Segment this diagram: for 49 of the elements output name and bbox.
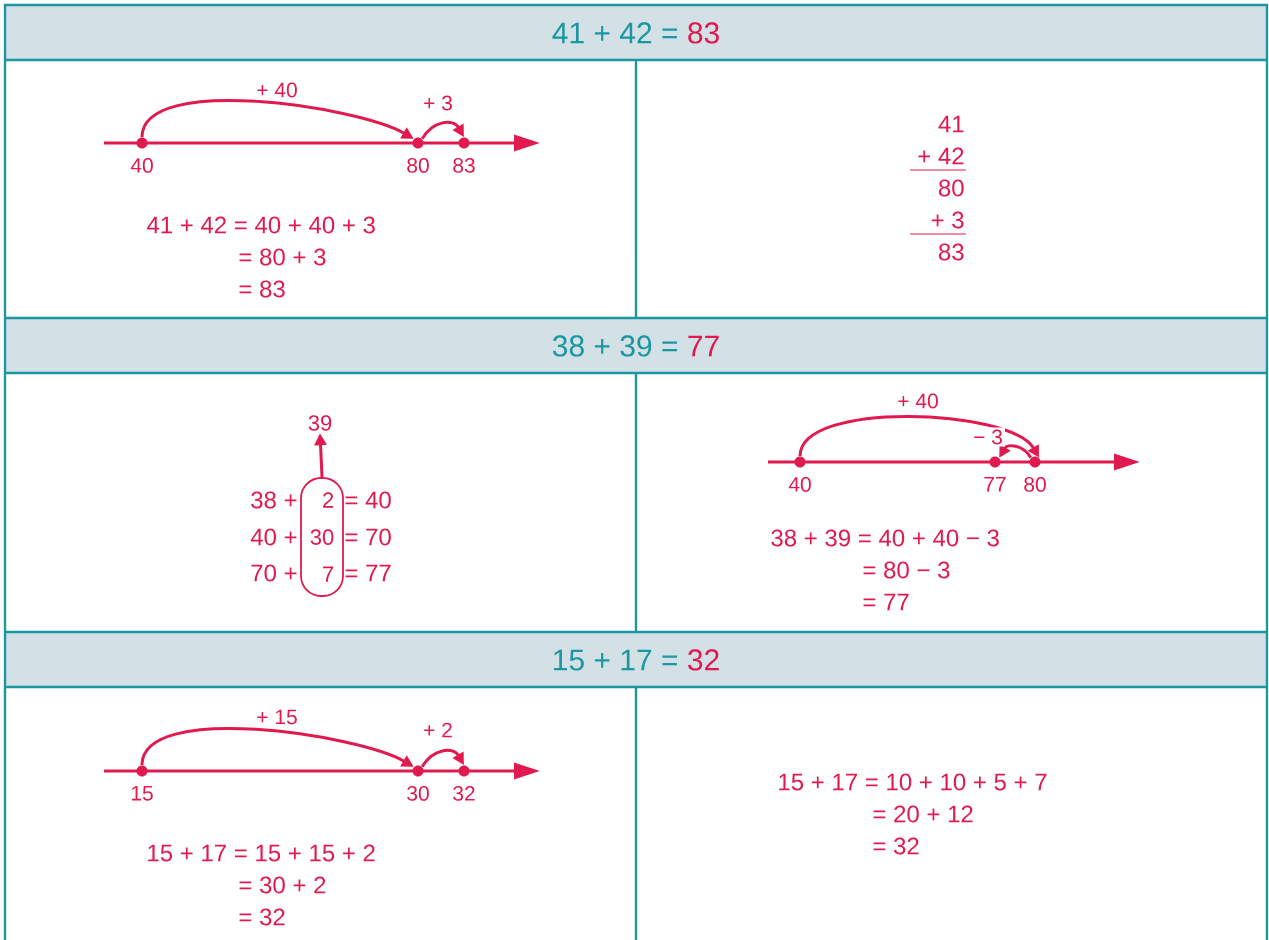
sum-text: 70 + bbox=[251, 564, 297, 582]
number-point: 15 bbox=[131, 765, 153, 801]
jump-arrow bbox=[999, 444, 1033, 459]
edge-label: + 3 bbox=[424, 95, 452, 111]
header-band: 38 + 39 = 77 bbox=[6, 319, 1266, 373]
equation-text: = 32 bbox=[873, 837, 919, 855]
edge-label: − 3 bbox=[974, 429, 1002, 445]
node-label: 80 bbox=[1024, 476, 1046, 492]
number-text: 39 bbox=[308, 415, 332, 431]
node-label: 30 bbox=[407, 785, 429, 801]
node-label: 80 bbox=[407, 157, 429, 173]
header-band: 41 + 42 = 83 bbox=[6, 6, 1266, 60]
jump-arrow bbox=[420, 748, 464, 768]
node-label: 40 bbox=[130, 157, 153, 173]
equation-text: = 20 + 12 bbox=[873, 805, 973, 823]
number-point: 80 bbox=[1024, 456, 1046, 492]
equation-text: 41 + 42 = 40 + 40 + 3 bbox=[146, 216, 375, 234]
node-label: 83 bbox=[453, 157, 475, 173]
number-point: 80 bbox=[407, 137, 429, 173]
number-point: 77 bbox=[984, 456, 1006, 492]
edge-label: + 15 bbox=[257, 709, 297, 725]
number-point: 30 bbox=[407, 765, 429, 801]
equation-text: = 32 bbox=[239, 908, 285, 926]
node-label: 40 bbox=[788, 476, 811, 492]
column-sum-text: 41 bbox=[938, 115, 964, 133]
jump-arrow bbox=[420, 120, 464, 140]
edge-label: + 40 bbox=[257, 82, 297, 98]
number-point: 40 bbox=[788, 456, 811, 492]
column-sum-text: + 42 bbox=[918, 147, 964, 165]
number-point: 83 bbox=[453, 137, 475, 173]
node-label: 15 bbox=[131, 785, 153, 801]
column-sum-text: 80 bbox=[938, 179, 964, 197]
sum-text: = 77 bbox=[345, 564, 391, 582]
edge-label: + 2 bbox=[424, 722, 452, 738]
column-sum-text: + 3 bbox=[931, 211, 964, 229]
equation-text: 38 + 39 = 40 + 40 − 3 bbox=[771, 529, 999, 547]
equation-text: = 80 + 3 bbox=[239, 248, 326, 266]
edge-label: + 40 bbox=[898, 393, 938, 409]
equation-text: 15 + 17 = 15 + 15 + 2 bbox=[148, 844, 375, 862]
number-point: 40 bbox=[130, 137, 153, 173]
equation-text: = 80 − 3 bbox=[863, 561, 950, 579]
node-label: 32 bbox=[453, 785, 475, 801]
column-sum-text: 83 bbox=[938, 243, 964, 261]
node-label: 77 bbox=[984, 476, 1006, 492]
header-band: 15 + 17 = 32 bbox=[6, 633, 1266, 687]
number-point: 32 bbox=[453, 765, 475, 801]
equation-text: 15 + 17 = 10 + 10 + 5 + 7 bbox=[779, 773, 1047, 791]
equation-text: = 30 + 2 bbox=[239, 876, 326, 894]
equation-text: = 77 bbox=[863, 593, 909, 611]
